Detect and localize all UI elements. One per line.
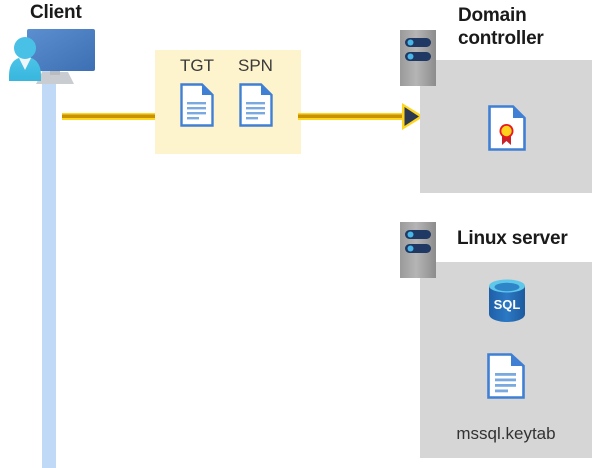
- client-computer-user-icon: [6, 26, 96, 90]
- linux-server-title: Linux server: [457, 228, 568, 249]
- certificate-document-icon: [488, 105, 526, 151]
- linux-server-icon: [400, 222, 436, 278]
- spn-label: SPN: [238, 56, 273, 75]
- tgt-document-icon: [180, 83, 214, 127]
- token-highlight-box: [155, 50, 301, 154]
- client-title: Client: [30, 2, 82, 23]
- keytab-document-icon: [487, 353, 525, 399]
- spn-document-icon: [239, 83, 273, 127]
- tgt-label: TGT: [180, 56, 214, 75]
- sql-database-icon: SQL: [486, 278, 528, 324]
- flow-arrow-segment-right: [298, 113, 408, 120]
- domain-controller-server-icon: [400, 30, 436, 86]
- flow-arrow-segment-left: [62, 113, 157, 120]
- right-arrow-icon: [402, 103, 424, 130]
- keytab-file-label: mssql.keytab: [456, 424, 556, 443]
- sql-database-text: SQL: [494, 297, 521, 312]
- domain-controller-title: Domain controller: [458, 5, 544, 49]
- client-lifeline-bar: [42, 70, 56, 468]
